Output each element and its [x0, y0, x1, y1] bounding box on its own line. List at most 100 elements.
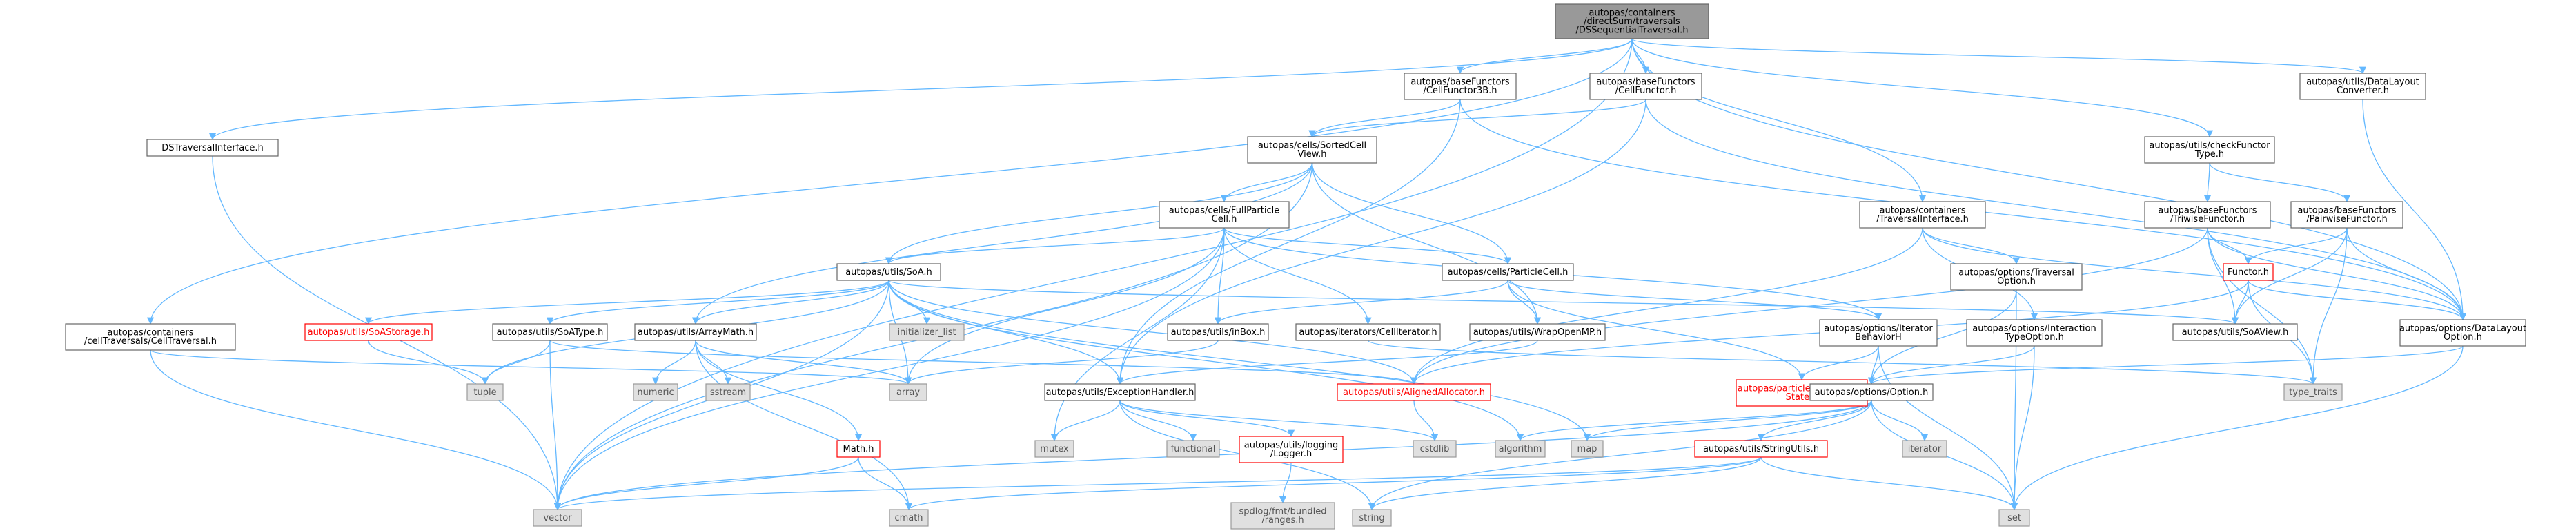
node-label-line: /cellTraversals/CellTraversal.h — [84, 336, 217, 347]
node-stringutils[interactable]: autopas/utils/StringUtils.h — [1694, 440, 1828, 458]
node-box — [889, 509, 929, 527]
node-label-line: autopas/containers — [108, 328, 194, 338]
node-spdlog: spdlog/fmt/bundled/ranges.h — [1230, 502, 1335, 530]
edge-layer — [146, 38, 2467, 511]
node-arraymath[interactable]: autopas/utils/ArrayMath.h — [634, 323, 757, 341]
edge-particlecell-to-ownership — [1507, 280, 1806, 381]
node-algorithm: algorithm — [1495, 440, 1546, 458]
node-box — [1902, 440, 1947, 458]
node-functor[interactable]: Functor.h — [2223, 263, 2274, 281]
node-box — [1966, 319, 2103, 347]
node-label-line: /DSSequentialTraversal.h — [1575, 25, 1688, 35]
node-alignedalloc[interactable]: autopas/utils/AlignedAllocator.h — [1337, 383, 1491, 401]
edge-dlopt-to-option — [1868, 345, 2464, 385]
edge-exchandler-to-functional — [1119, 400, 1197, 442]
node-label-line: array — [896, 387, 920, 398]
node-box — [1247, 136, 1377, 164]
edge-triwise-to-typetraits — [2207, 227, 2317, 385]
node-box — [1034, 440, 1074, 458]
node-box — [1694, 440, 1828, 458]
node-box — [2144, 136, 2275, 164]
edge-functor-to-soaview — [2231, 280, 2249, 325]
node-label-line: autopas/utils/SoAStorage.h — [308, 327, 430, 338]
edge-soa-to-algorithm — [888, 280, 1524, 442]
edge-alignedalloc-to-cstdlib — [1413, 400, 1439, 442]
edge-triwise-to-dlopt — [2207, 227, 2467, 321]
node-box — [889, 383, 927, 401]
node-box — [65, 323, 236, 351]
edge-option-to-iterator — [1871, 400, 1929, 442]
node-pairwise[interactable]: autopas/baseFunctors/PairwiseFunctor.h — [2290, 201, 2403, 229]
node-label-line: autopas/baseFunctors — [1410, 77, 1509, 88]
node-numeric: numeric — [633, 383, 678, 401]
node-wrapomp[interactable]: autopas/utils/WrapOpenMP.h — [1469, 323, 1606, 341]
node-label-line: autopas/utils/ArrayMath.h — [638, 327, 754, 338]
node-label-line: BehaviorH — [1855, 332, 1902, 342]
node-celliter[interactable]: autopas/iterators/CellIterator.h — [1295, 323, 1441, 341]
edge-wrapomp-to-exchandler — [1116, 340, 1538, 385]
node-box — [1239, 436, 1344, 463]
node-box — [2299, 73, 2426, 100]
node-logger[interactable]: autopas/utils/logging/Logger.h — [1239, 436, 1344, 463]
node-exchandler[interactable]: autopas/utils/ExceptionHandler.h — [1044, 383, 1196, 401]
node-mathh[interactable]: Math.h — [836, 440, 881, 458]
node-triwise[interactable]: autopas/baseFunctors/TriwiseFunctor.h — [2144, 201, 2271, 229]
node-box — [2283, 383, 2343, 401]
node-cf3b[interactable]: autopas/baseFunctors/CellFunctor3B.h — [1404, 73, 1517, 100]
edge-travopt-to-option — [1867, 289, 2017, 385]
edge-option-to-stringutils — [1757, 400, 1872, 442]
node-cct[interactable]: autopas/containers/cellTraversals/CellTr… — [65, 323, 236, 351]
node-cf[interactable]: autopas/baseFunctors/CellFunctor.h — [1589, 73, 1702, 100]
node-box — [836, 263, 941, 281]
edge-cf3b-to-exchandler — [1116, 99, 1461, 385]
node-inbox[interactable]: autopas/utils/inBox.h — [1167, 323, 1269, 341]
node-soaview[interactable]: autopas/utils/SoAView.h — [2172, 323, 2298, 341]
node-label-line: View.h — [1297, 149, 1326, 160]
node-label-line: initializer_list — [897, 327, 956, 338]
edge-sortedcell-to-particlecell — [1311, 162, 1512, 265]
node-typetraits: type_traits — [2283, 383, 2343, 401]
node-particlecell[interactable]: autopas/cells/ParticleCell.h — [1442, 263, 1574, 281]
node-soa[interactable]: autopas/utils/SoA.h — [836, 263, 941, 281]
node-soastorage[interactable]: autopas/utils/SoAStorage.h — [304, 323, 433, 341]
node-label-line: Functor.h — [2228, 267, 2269, 278]
node-option[interactable]: autopas/options/Option.h — [1809, 383, 1934, 401]
edge-ds-to-tif — [1631, 38, 1927, 203]
node-label-line: DSTraversalInterface.h — [161, 143, 264, 153]
node-tif[interactable]: autopas/containers/TraversalInterface.h — [1859, 201, 1986, 229]
edge-fullpart-to-celliter — [1223, 227, 1372, 325]
edge-sortedcell-to-fullpart — [1220, 162, 1313, 203]
node-box — [533, 509, 582, 527]
node-iterator: iterator — [1902, 440, 1947, 458]
edge-ds-to-dlconv — [1631, 38, 2366, 75]
edge-exchandler-to-mutex — [1050, 400, 1121, 442]
node-label-line: mutex — [1040, 444, 1069, 454]
node-box — [2223, 263, 2274, 281]
node-box — [1404, 73, 1517, 100]
edge-soa-to-arraymath — [691, 280, 889, 325]
node-box — [1166, 440, 1220, 458]
node-box — [1337, 383, 1491, 401]
edge-iterbeh-to-ownership — [1798, 345, 1879, 381]
node-sstream: sstream — [705, 383, 751, 401]
node-label-line: autopas/utils/StringUtils.h — [1703, 444, 1819, 454]
node-label-line: Option.h — [1997, 276, 2036, 287]
node-box — [1950, 263, 2083, 291]
node-label-line: numeric — [637, 387, 674, 398]
node-ds[interactable]: autopas/containers/directSum/traversals/… — [1555, 3, 1709, 39]
node-dsti[interactable]: DSTraversalInterface.h — [146, 139, 279, 157]
node-box — [1819, 319, 1938, 347]
node-label-line: cmath — [894, 513, 923, 523]
node-label-line: algorithm — [1499, 444, 1542, 454]
edge-fullpart-to-inbox — [1214, 227, 1225, 325]
edge-ds-to-cct — [146, 38, 1633, 325]
node-soatype[interactable]: autopas/utils/SoAType.h — [492, 323, 608, 341]
